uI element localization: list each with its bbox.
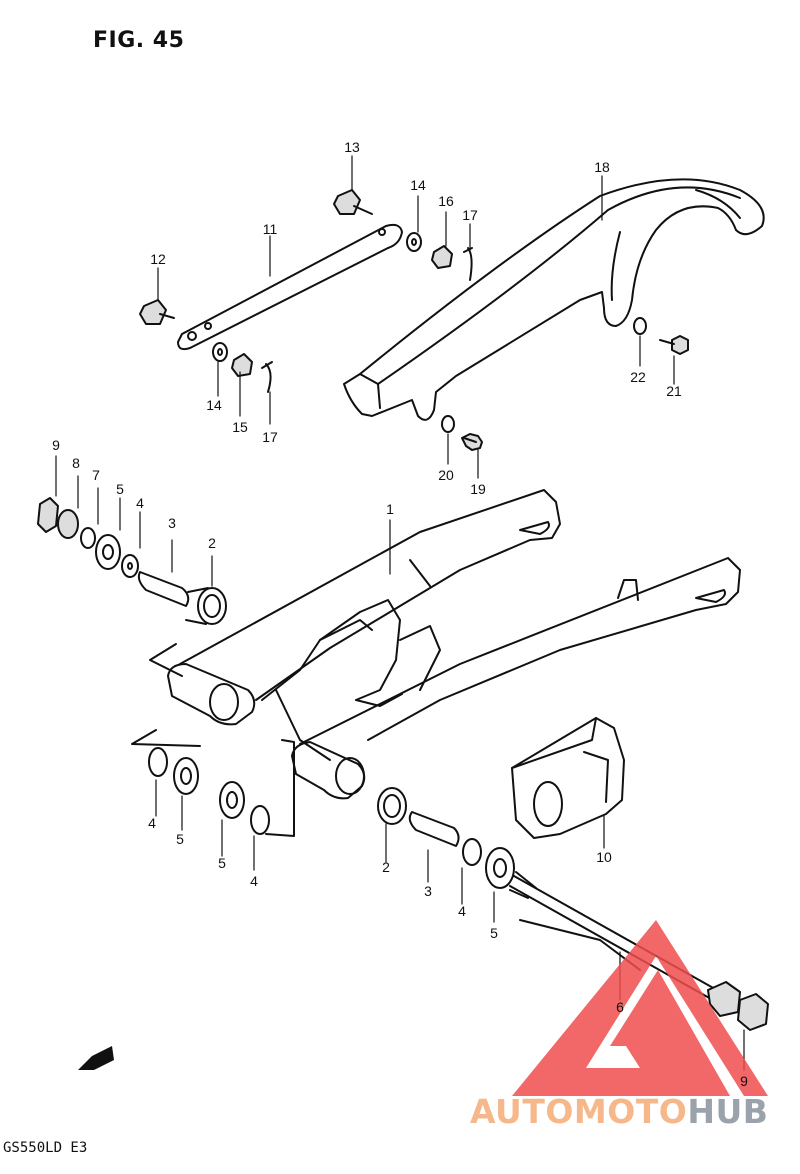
- callout-21: 21: [666, 383, 682, 399]
- callout-22: 22: [630, 369, 646, 385]
- callout-18: 18: [594, 159, 610, 175]
- callout-20: 20: [438, 467, 454, 483]
- callout-4: 4: [136, 495, 144, 511]
- callout-12: 12: [150, 251, 166, 267]
- fwd-arrow-icon: FWD: [78, 1046, 114, 1070]
- nut-16: [431, 245, 453, 269]
- figure-title: FIG. 45: [93, 28, 185, 53]
- callout-9: 9: [52, 437, 60, 453]
- chain-guard-block: [511, 717, 625, 839]
- callout-5: 5: [490, 925, 498, 941]
- model-code: GS550LD E3: [3, 1140, 88, 1156]
- spacer-3-right: [408, 811, 460, 847]
- callout-labels: 1223344445555678991011121314141516171718…: [52, 139, 748, 1089]
- callout-2: 2: [208, 535, 216, 551]
- callout-5: 5: [218, 855, 226, 871]
- seal-5-b: [219, 781, 245, 819]
- callout-13: 13: [344, 139, 360, 155]
- chain-case: [343, 178, 765, 421]
- cotter-pin-17-bottom: [261, 361, 273, 393]
- washer-4-a: [148, 747, 168, 777]
- nut-9-right: [737, 993, 769, 1031]
- watermark-logo: [512, 920, 768, 1096]
- callout-4: 4: [458, 903, 466, 919]
- watermark-text: AUTOMOTOHUB: [470, 1092, 768, 1131]
- callout-19: 19: [470, 481, 486, 497]
- spacer-3-left: [137, 571, 190, 607]
- seal-5-left: [95, 534, 121, 570]
- swing-arm: [167, 489, 741, 800]
- bolt-13: [333, 189, 373, 215]
- bolt-12: [139, 299, 175, 325]
- callout-11: 11: [263, 221, 278, 237]
- callout-5: 5: [116, 481, 124, 497]
- callout-3: 3: [168, 515, 176, 531]
- bearing-2-right: [377, 787, 407, 825]
- bolt-21: [659, 335, 689, 355]
- bearing-2-left: [185, 587, 227, 625]
- washer-14-top: [406, 232, 422, 252]
- callout-17: 17: [462, 207, 478, 223]
- callout-4: 4: [148, 815, 156, 831]
- callout-7: 7: [92, 467, 100, 483]
- washer-4-right: [462, 838, 482, 866]
- callout-1: 1: [386, 501, 394, 517]
- cap-8: [57, 509, 79, 539]
- callout-5: 5: [176, 831, 184, 847]
- watermark-part1: AUTOMOTO: [470, 1092, 688, 1131]
- washer-7: [80, 527, 96, 549]
- nut-15: [231, 353, 253, 377]
- callout-10: 10: [596, 849, 612, 865]
- callout-8: 8: [72, 455, 80, 471]
- callout-17: 17: [262, 429, 278, 445]
- callout-9: 9: [740, 1073, 748, 1089]
- bolt-19: [461, 433, 483, 451]
- watermark-part2: HUB: [687, 1092, 769, 1131]
- seal-5-right: [485, 847, 515, 889]
- cotter-pin-17-top: [463, 247, 473, 281]
- callout-15: 15: [232, 419, 248, 435]
- callout-2: 2: [382, 859, 390, 875]
- assembly-guides: [131, 643, 641, 971]
- washer-20: [441, 415, 455, 433]
- washer-4-left: [121, 554, 139, 578]
- washer-22: [633, 317, 647, 335]
- torque-link: [177, 223, 403, 351]
- nut-9-left: [37, 497, 59, 533]
- callout-3: 3: [424, 883, 432, 899]
- callout-4: 4: [250, 873, 258, 889]
- washer-14-bottom: [212, 342, 228, 362]
- callout-16: 16: [438, 193, 454, 209]
- callout-6: 6: [616, 999, 624, 1015]
- washer-4-b: [250, 805, 270, 835]
- seal-5-a: [173, 757, 199, 795]
- callout-14: 14: [410, 177, 426, 193]
- callout-14: 14: [206, 397, 222, 413]
